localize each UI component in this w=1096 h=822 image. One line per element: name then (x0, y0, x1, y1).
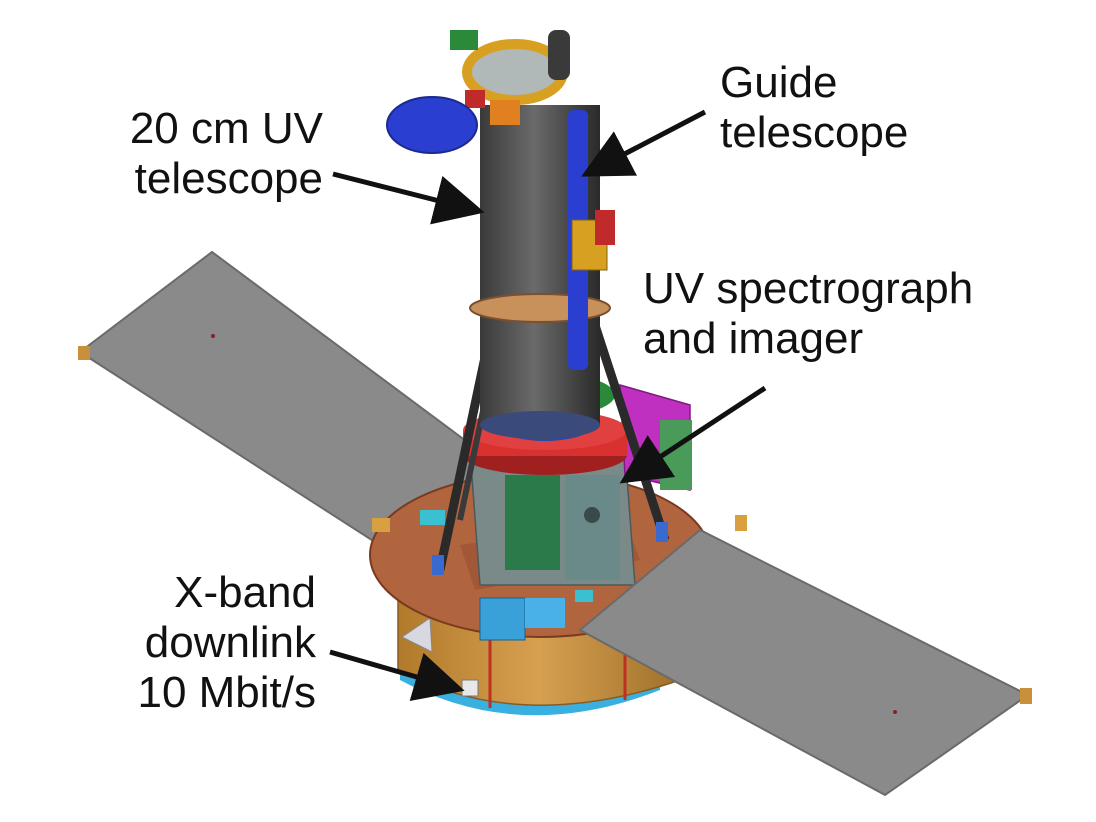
cyan-component (525, 598, 565, 628)
right-panel-hinge (1020, 688, 1032, 704)
right-panel-marker (893, 710, 897, 714)
guide-telescope-label-line2: telescope (720, 108, 909, 157)
xband-label-line1: X-band (174, 568, 316, 617)
cyan-component (479, 597, 526, 641)
xband-label-line2: downlink (144, 618, 316, 667)
spectrograph-arrow (619, 385, 767, 484)
top-electronics (490, 100, 520, 125)
uv-telescope-tube-bottom (480, 411, 600, 439)
cyan-component (420, 510, 445, 525)
thruster-cone (401, 617, 433, 653)
left-panel-marker (211, 334, 215, 338)
spectrograph-label: UV spectrograph and imager (643, 264, 973, 364)
orange-bracket (372, 518, 390, 532)
sunshade-disk (386, 96, 478, 154)
strut-foot (432, 555, 444, 575)
guide-telescope-bracket (595, 210, 615, 245)
instrument-gray-panel (565, 475, 620, 580)
spectrograph-label-line1: UV spectrograph (643, 264, 974, 313)
xband-label-line3: 10 Mbit/s (137, 668, 316, 717)
strut-foot (656, 522, 668, 542)
top-electronics (465, 90, 485, 108)
cyan-component (575, 590, 593, 602)
guide-telescope-arrow (581, 109, 707, 177)
xband-arrow (329, 649, 465, 701)
instrument-port (584, 507, 600, 523)
support-strut (585, 308, 670, 542)
instrument-green-panel (505, 475, 560, 570)
uv-telescope-label-line1: 20 cm UV (129, 104, 323, 153)
spectrograph-label-line2: and imager (643, 314, 864, 363)
guide-telescope-label-line1: Guide (720, 58, 838, 107)
left-panel-hinge (78, 346, 90, 360)
xband-label: X-band downlink 10 Mbit/s (90, 568, 316, 718)
orange-bracket (735, 515, 747, 531)
top-electronics (548, 30, 570, 80)
uv-telescope-label: 20 cm UV telescope (78, 104, 323, 204)
top-electronics (450, 30, 478, 50)
guide-telescope-label: Guide telescope (720, 58, 908, 158)
tan-ring (469, 293, 611, 323)
uv-telescope-label-line2: telescope (134, 154, 323, 203)
uv-telescope-arrow (332, 171, 485, 225)
xband-antenna (461, 679, 479, 697)
